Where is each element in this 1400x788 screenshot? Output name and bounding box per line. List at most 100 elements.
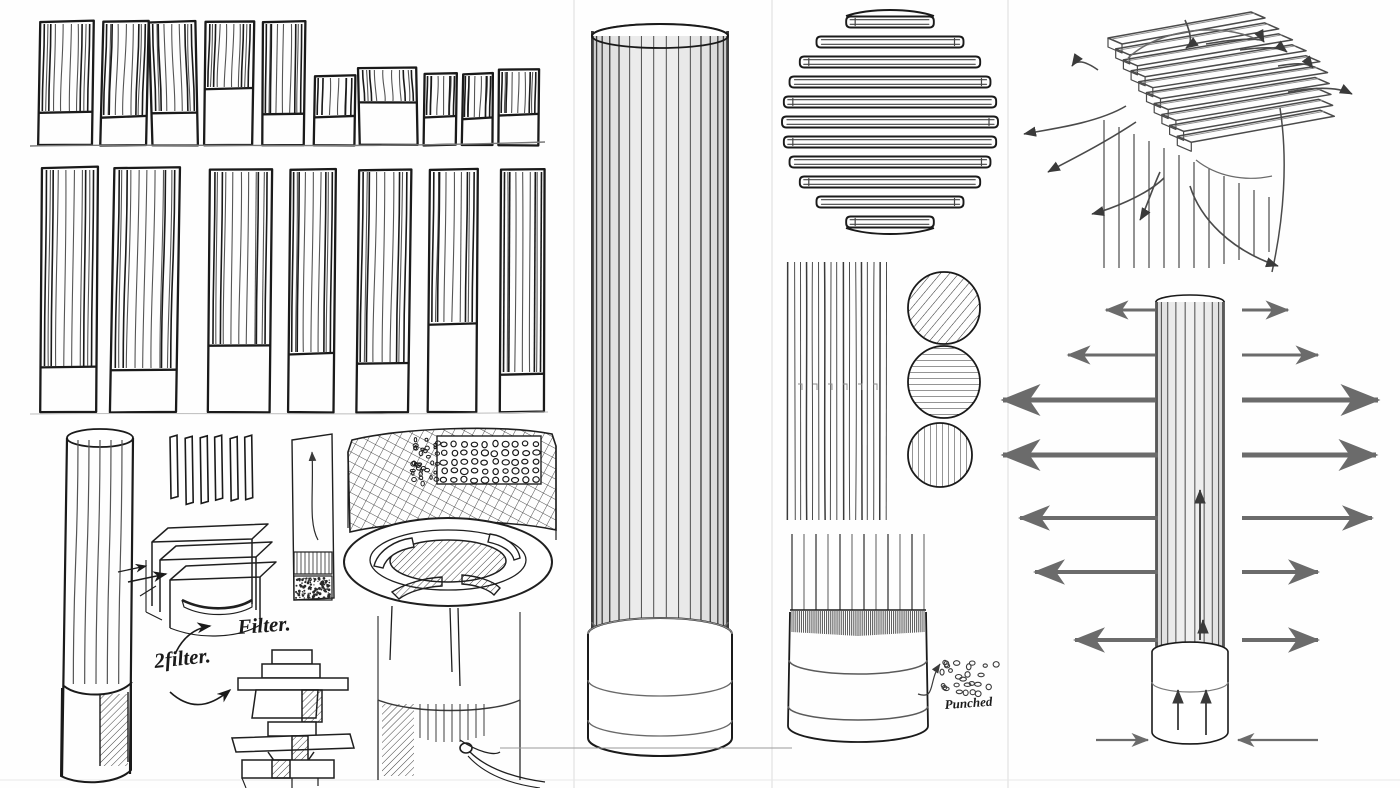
foam-speck: [326, 583, 330, 587]
flute-band: [629, 32, 642, 628]
base-divider: [462, 116, 492, 121]
finish-swatch: [907, 345, 981, 419]
foam-speck: [320, 580, 323, 584]
foam-speck: [305, 577, 307, 580]
foam-speck: [327, 588, 331, 592]
flute-line: [885, 261, 888, 521]
tower-flute-shading: [592, 32, 728, 628]
foam-speck: [315, 593, 318, 596]
foam-speck: [299, 596, 301, 599]
airflow-tower-flute-band: [1167, 302, 1176, 650]
tower-outline: [108, 166, 182, 414]
perforation-spill-hole: [410, 461, 416, 467]
hero-tower: [500, 23, 792, 757]
base-divider: [498, 112, 539, 117]
iso-airflow-arrow: [1047, 121, 1137, 173]
ground-line-row-1: [29, 141, 546, 147]
grille-slot: [798, 55, 982, 69]
perforation-hole: [439, 476, 448, 483]
flute-lines: [118, 169, 173, 369]
base-divider: [204, 86, 253, 91]
grille-cap-top: [845, 9, 935, 17]
perforation-hole: [502, 475, 510, 483]
perforation-hole: [492, 468, 499, 476]
perforation-spill-hole: [413, 445, 419, 451]
iso-airflow-arrow: [1091, 177, 1165, 217]
perforation-hole: [450, 467, 459, 474]
flute-edge-lines: [431, 171, 475, 323]
airflow-tower-flute-band: [1204, 302, 1213, 650]
flute-edge-lines: [264, 23, 303, 114]
flute-edge-lines: [425, 75, 456, 116]
ground-line-row-2: [29, 411, 549, 415]
perforation-hole: [460, 440, 469, 448]
flute-edge-lines: [43, 169, 95, 367]
iso-airflow-arrow: [1277, 55, 1314, 69]
iso-airflow-arrow: [1205, 28, 1265, 45]
airflow-tower-flute-band: [1157, 302, 1162, 650]
flute-tick: [798, 383, 803, 390]
foam-speck: [317, 580, 319, 582]
finish-swatch: [907, 422, 973, 488]
foam-speck: [301, 579, 304, 582]
foam-speck: [313, 580, 316, 583]
foam-speck: [327, 595, 330, 598]
foam-speck: [295, 590, 298, 593]
base-divider: [40, 365, 97, 369]
perforation-hole: [532, 449, 541, 456]
tower-thumbnail: [460, 71, 495, 147]
flute-band: [710, 32, 718, 628]
perforation-hole: [502, 468, 509, 474]
foam-speck: [324, 590, 327, 593]
iso-airflow-arrow: [1189, 185, 1279, 268]
base-divider: [288, 351, 335, 356]
tower-base-detail: [787, 534, 1000, 743]
perforation-hole: [470, 441, 479, 448]
flute-lines: [209, 23, 248, 88]
flute-line: [860, 261, 863, 521]
foam-speck: [307, 592, 309, 594]
perforation-spill-hole: [433, 445, 437, 450]
foam-speck: [320, 588, 323, 591]
perforation-hole: [439, 459, 448, 466]
foam-speck: [322, 577, 326, 580]
perforated-panel-holes: [439, 439, 541, 484]
louver-blade: [184, 435, 194, 506]
top-cap-assembly: [343, 427, 557, 788]
foam-speck: [313, 593, 316, 597]
perforation-hole: [481, 440, 488, 449]
perforation-hole: [532, 441, 540, 448]
flute-line: [855, 261, 857, 521]
perforation-spill-hole: [411, 471, 415, 476]
base-ring-1: [587, 679, 733, 697]
airflow-tower-flute-band: [1161, 302, 1168, 650]
foam-speck: [295, 584, 298, 587]
iso-airflow-arrow: [1139, 171, 1161, 221]
airflow-tower-flute-lines: [1155, 301, 1225, 650]
flute-band: [619, 32, 630, 628]
airflow-tower-flute-band: [1175, 302, 1186, 650]
tower-thumbnail: [426, 167, 479, 414]
grille-slot: [798, 175, 982, 189]
flute-tick: [813, 383, 818, 390]
tower-base: [587, 617, 733, 757]
airflow-base-ring: [1151, 681, 1229, 693]
flute-edge-lines: [290, 171, 334, 353]
flute-edge-lines: [359, 171, 408, 363]
tower-outline: [39, 165, 100, 414]
tower-thumbnail: [108, 166, 182, 414]
foam-speck: [301, 594, 305, 597]
perforation-hole: [459, 467, 469, 476]
perforation-hole: [470, 467, 479, 474]
tower-thumbnail: [36, 19, 95, 147]
flute-band: [690, 32, 701, 628]
perforation-hole: [470, 448, 479, 456]
perforation-spill-hole: [433, 476, 440, 482]
foam-speck: [313, 577, 315, 579]
foam-speck: [309, 583, 313, 586]
grille-slot: [788, 155, 992, 169]
tower-flutes: [72, 439, 123, 685]
circular-louver-grille: [781, 9, 999, 235]
